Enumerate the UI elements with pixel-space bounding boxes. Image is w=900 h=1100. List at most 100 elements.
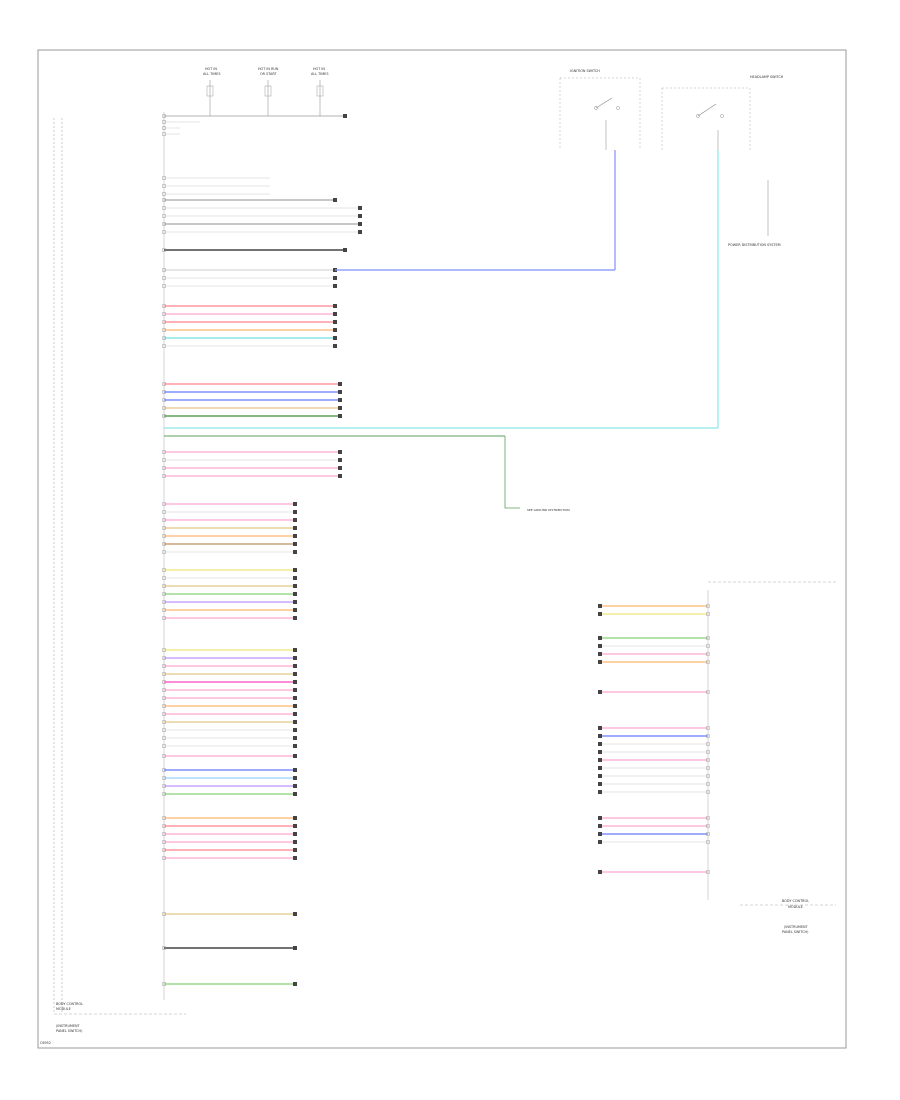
right-connector-0	[598, 604, 602, 608]
right-connector-1	[598, 612, 602, 616]
left-module-caption: (INSTRUMENT	[56, 1024, 81, 1028]
right-module-label-2: MODULE	[788, 905, 803, 909]
left-pin-68	[162, 856, 166, 860]
left-pin-61	[162, 784, 166, 788]
left-pin-7	[162, 198, 166, 202]
left-pin-0	[162, 114, 166, 118]
left-module-outline	[53, 112, 186, 1015]
left-connector-64	[293, 824, 297, 828]
left-pin-36	[162, 542, 166, 546]
right-connector-18	[598, 832, 602, 836]
left-connector-47	[293, 664, 297, 668]
headlamp-switch-label: HEADLAMP SWITCH	[750, 75, 784, 79]
left-pin-46	[162, 656, 166, 660]
left-connector-54	[293, 720, 297, 724]
right-wires	[598, 604, 710, 874]
left-pin-11	[162, 230, 166, 234]
left-pin-32	[162, 510, 166, 514]
left-connector-70	[293, 946, 297, 950]
right-module-outline	[707, 581, 836, 906]
left-pin-2	[162, 126, 166, 130]
left-pin-5	[162, 184, 166, 188]
left-connector-42	[293, 600, 297, 604]
left-connector-33	[293, 518, 297, 522]
left-connector-15	[333, 284, 337, 288]
diagram-frame	[37, 49, 847, 1049]
left-connector-61	[293, 784, 297, 788]
left-connector-62	[293, 792, 297, 796]
fuse-3-label: HOT IN	[313, 67, 325, 71]
left-pin-14	[162, 276, 166, 280]
right-connector-20	[598, 870, 602, 874]
fuse-2-label: HOT IN RUN	[258, 67, 279, 71]
left-pin-31	[162, 502, 166, 506]
left-pin-52	[162, 704, 166, 708]
right-module-caption: (INSTRUMENT	[784, 925, 809, 929]
left-connector-56	[293, 736, 297, 740]
right-connector-11	[598, 758, 602, 762]
left-connector-66	[293, 840, 297, 844]
left-pin-29	[162, 466, 166, 470]
right-connector-15	[598, 790, 602, 794]
left-connector-22	[338, 382, 342, 386]
left-connector-41	[293, 592, 297, 596]
left-pin-24	[162, 398, 166, 402]
left-pin-56	[162, 736, 166, 740]
right-connector-12	[598, 766, 602, 770]
right-connector-16	[598, 816, 602, 820]
left-pin-12	[162, 248, 166, 252]
left-pin-70	[162, 946, 166, 950]
right-connector-8	[598, 734, 602, 738]
left-pin-59	[162, 768, 166, 772]
left-connector-12	[343, 248, 347, 252]
left-pin-6	[162, 192, 166, 196]
left-connector-50	[293, 688, 297, 692]
left-connector-18	[333, 320, 337, 324]
left-connector-19	[333, 328, 337, 332]
ignition-switch: IGNITION SWITCH	[559, 69, 641, 270]
left-pin-27	[162, 450, 166, 454]
left-connector-67	[293, 848, 297, 852]
right-connector-10	[598, 750, 602, 754]
left-pin-51	[162, 696, 166, 700]
right-connector-7	[598, 726, 602, 730]
left-pin-62	[162, 792, 166, 796]
right-connector-2	[598, 636, 602, 640]
right-connector-13	[598, 774, 602, 778]
left-pin-23	[162, 390, 166, 394]
footer-code: C6952	[40, 1041, 51, 1045]
left-connector-26	[338, 414, 342, 418]
left-pin-33	[162, 518, 166, 522]
left-pin-50	[162, 688, 166, 692]
left-pin-26	[162, 414, 166, 418]
left-pin-48	[162, 672, 166, 676]
left-pin-60	[162, 776, 166, 780]
left-pin-17	[162, 312, 166, 316]
left-connector-17	[333, 312, 337, 316]
left-pin-8	[162, 206, 166, 210]
left-pin-35	[162, 534, 166, 538]
left-pin-54	[162, 720, 166, 724]
left-pin-66	[162, 840, 166, 844]
left-connector-10	[358, 222, 362, 226]
left-wires	[162, 114, 362, 986]
left-pin-39	[162, 576, 166, 580]
left-pin-65	[162, 832, 166, 836]
left-pin-49	[162, 680, 166, 684]
fuse-1-label-2: ALL TIMES	[203, 72, 220, 76]
left-pin-34	[162, 526, 166, 530]
left-connector-57	[293, 744, 297, 748]
left-pin-1	[162, 120, 166, 124]
left-pin-4	[162, 176, 166, 180]
headlamp-switch: HEADLAMP SWITCH POWER DISTRIBUTION SYSTE…	[661, 75, 784, 428]
left-connector-8	[358, 206, 362, 210]
right-connector-6	[598, 690, 602, 694]
left-module-caption-2: PANEL SWITCH)	[56, 1029, 83, 1033]
left-connector-16	[333, 304, 337, 308]
right-connector-17	[598, 824, 602, 828]
right-module-caption-2: PANEL SWITCH)	[782, 930, 809, 934]
left-connector-59	[293, 768, 297, 772]
left-module-label: BODY CONTROL	[56, 1002, 83, 1006]
fuse-3-label-2: ALL TIMES	[311, 72, 328, 76]
